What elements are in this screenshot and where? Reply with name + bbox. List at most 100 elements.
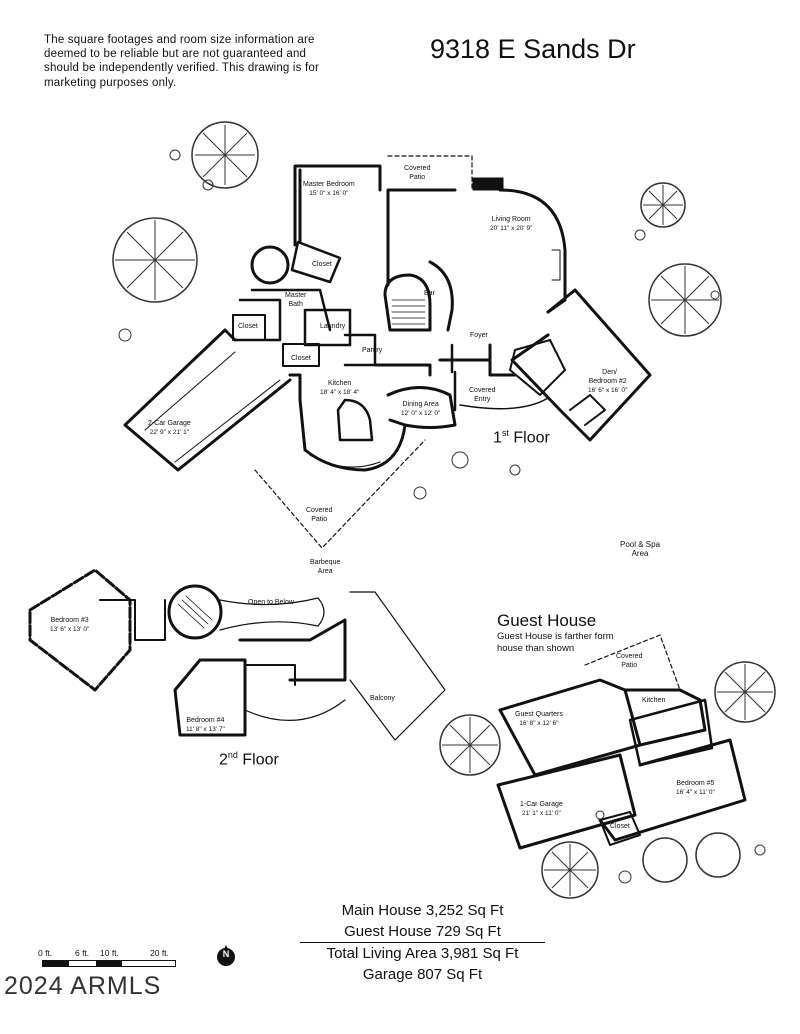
bedroom4-arc: [244, 699, 346, 721]
guest-bath-walls: [628, 698, 714, 767]
guest-patio-dashed: [584, 634, 681, 691]
tree-icon: [541, 841, 599, 899]
room-label-foyer: Foyer: [470, 332, 488, 339]
room-label-balcony: Balcony: [370, 695, 395, 702]
covered-patio-bottom-outline: [254, 439, 426, 549]
main-house-area: Main House 3,252 Sq Ft: [341, 902, 504, 919]
first-floor-label: 1st Floor: [493, 428, 550, 447]
room-label-guest-covered-patio: Covered Patio: [616, 653, 643, 669]
entry-walls: [450, 343, 457, 412]
tree-icon: [112, 217, 198, 303]
kitchen-walls: [288, 363, 432, 472]
north-arrow-icon: N: [215, 945, 237, 967]
room-label-covered-entry: Covered Entry: [469, 387, 496, 403]
room-label-closet-b: Closet: [238, 323, 258, 330]
bedroom4-walls: [173, 658, 247, 737]
kitchen-island: [336, 398, 374, 442]
living-room-walls: [386, 188, 567, 314]
second-floor-plan: [28, 568, 446, 741]
tree-icon: [648, 263, 722, 337]
upper-hall-walls: [238, 618, 347, 682]
living-window: [551, 249, 561, 281]
tree-icon: [191, 121, 259, 189]
room-label-guest-closet: Closet: [610, 823, 630, 830]
bar-counter: [428, 260, 454, 332]
master-bath-round: [250, 245, 290, 285]
room-label-master-bath: Master Bath: [285, 292, 307, 308]
tree-icon: [640, 182, 686, 228]
guest-house-area: Guest House 729 Sq Ft: [344, 923, 501, 940]
property-address: 9318 E Sands Dr: [430, 34, 636, 64]
stair-2f-treads: [177, 595, 213, 629]
shrub-icon: [118, 149, 766, 884]
guest-house-plan: [496, 634, 747, 850]
den-walls: [510, 288, 652, 442]
bedroom3-closet: [99, 599, 166, 641]
covered-patio-top-outline: [387, 155, 473, 189]
den-closet: [569, 394, 606, 426]
garage-area: Garage 807 Sq Ft: [362, 966, 483, 983]
kitchen-counter-curve: [309, 454, 381, 468]
master-bedroom-walls: [293, 164, 382, 247]
room-label-guest-kitchen: Kitchen: [642, 697, 666, 704]
total-living-area: Total Living Area 3,981 Sq Ft: [300, 942, 545, 964]
guest-house-title: Guest House: [497, 611, 597, 630]
room-label-pantry: Pantry: [362, 347, 383, 354]
room-label-closet-c: Closet: [291, 355, 311, 362]
laundry-walls: [303, 308, 377, 367]
room-label-covered-patio-bottom: Covered Patio: [306, 507, 333, 523]
fireplace: [472, 177, 504, 191]
closet-left-box: [232, 314, 266, 341]
dining-walls: [386, 386, 457, 429]
room-label-open-below: Open to Below: [248, 599, 294, 606]
area-summary: Main House 3,252 Sq Ft Guest House 729 S…: [300, 900, 545, 985]
second-floor-hall: [244, 664, 296, 686]
scale-bar-graphic: [42, 960, 176, 967]
room-label-laundry: Laundry: [320, 323, 346, 330]
scale-tick-10: 10 ft.: [100, 948, 119, 958]
landscape-trees: [112, 121, 776, 899]
bedroom3-walls: [28, 568, 132, 692]
tree-icon: [714, 661, 776, 723]
scale-tick-6: 6 ft.: [75, 948, 90, 958]
scale-tick-0: 0 ft.: [38, 948, 53, 958]
garage-inner: [144, 351, 281, 463]
second-floor-label: 2nd Floor: [219, 750, 279, 769]
guest-garage-walls: [496, 753, 637, 850]
balcony-outline: [349, 591, 446, 741]
closet-lower-box: [282, 343, 320, 367]
room-label-covered-patio-top: Covered Patio: [404, 165, 431, 181]
stair-treads: [391, 299, 426, 325]
scale-tick-20: 20 ft.: [150, 948, 169, 958]
master-closet-walls: [290, 240, 342, 284]
copyright-watermark: 2024 ARMLS: [4, 972, 162, 1000]
stair-round: [167, 584, 223, 640]
room-label-closet-a: Closet: [312, 261, 332, 268]
bar-stair: [383, 273, 432, 332]
tree-icon: [642, 832, 741, 883]
guest-closet-walls: [599, 811, 641, 846]
tree-icon: [439, 714, 501, 776]
first-floor-plan: [123, 155, 652, 549]
den-bath: [509, 339, 566, 396]
disclaimer-text: The square footages and room size inform…: [44, 34, 320, 89]
bedroom5-walls: [598, 738, 747, 842]
foyer-walls: [438, 343, 517, 377]
scale-bar: 0 ft. 6 ft. 10 ft. 20 ft.: [38, 948, 178, 972]
garage-walls: [123, 328, 292, 472]
room-label-pool: Pool & Spa Area: [620, 540, 661, 558]
room-label-barbeque: Barbeque Area: [310, 559, 341, 575]
guest-quarters-walls: [498, 678, 642, 777]
